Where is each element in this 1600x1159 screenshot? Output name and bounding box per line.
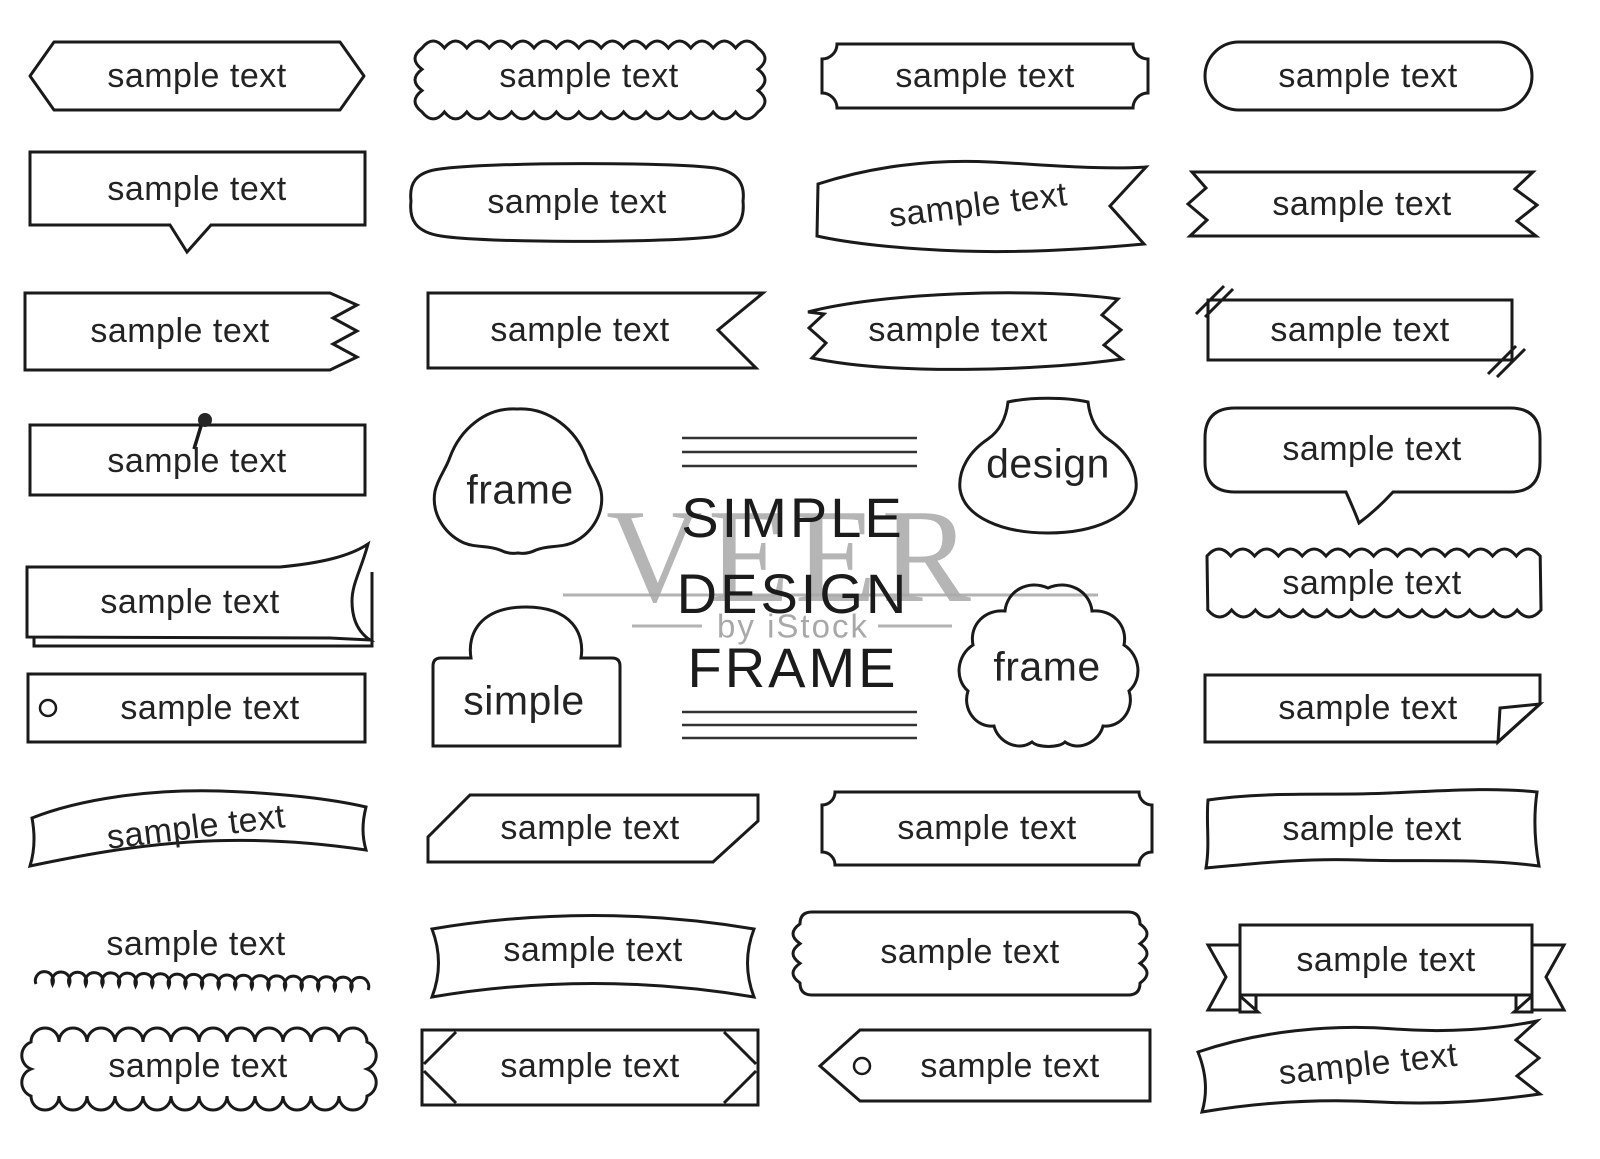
frame-label: sample text xyxy=(1270,311,1450,349)
tag-hole-icon xyxy=(38,698,58,718)
triple-rule-top xyxy=(682,436,917,468)
pill-frame xyxy=(1203,40,1534,112)
frame-label: sample text xyxy=(920,1047,1100,1085)
frame-label: sample text xyxy=(499,57,679,95)
ribbon-fold-left xyxy=(1238,992,1262,1014)
frame-label: sample text xyxy=(90,312,270,350)
ticket-notched-frame xyxy=(820,42,1150,110)
scalloped-rect-frame xyxy=(20,1026,378,1112)
ribbon-tail-left xyxy=(1205,943,1258,1012)
frame-label: sample text xyxy=(107,442,287,480)
loop-underline-icon xyxy=(33,970,371,994)
frame-label: sample text xyxy=(487,183,667,221)
frame-label: sample text xyxy=(500,809,680,847)
speech-rect-frame xyxy=(28,150,367,255)
folded-corner-frame xyxy=(1203,673,1545,746)
bumpy-sides-rect-frame xyxy=(791,910,1149,997)
tag-with-hole-frame xyxy=(26,672,367,744)
stamp-wavy-frame xyxy=(413,39,767,121)
main-title-line-3: FRAME xyxy=(687,636,899,699)
arched-banner-frame xyxy=(429,914,757,999)
ribbon-fold-right xyxy=(1510,992,1534,1014)
frame-label: sample text xyxy=(100,583,280,621)
frame-label: sample text xyxy=(107,170,287,208)
ribbon-tail-right xyxy=(1514,943,1567,1012)
watermark-rules xyxy=(563,593,1098,628)
frame-label: sample text xyxy=(897,809,1077,847)
frame-label: sample text xyxy=(106,925,286,963)
frame-label: frame xyxy=(466,466,574,513)
speech-bubble-frame xyxy=(1203,406,1542,526)
frame-label: sample text xyxy=(490,311,670,349)
ticket-notched-small-frame xyxy=(820,790,1154,867)
flower-blob-frame xyxy=(957,583,1140,748)
frame-label: sample text xyxy=(500,1047,680,1085)
frame-label: sample text xyxy=(1278,57,1458,95)
frame-label: sample text xyxy=(108,1047,288,1085)
pennant-frame xyxy=(426,291,768,370)
frame-label: sample text xyxy=(1278,689,1458,727)
frame-label: sample text xyxy=(868,311,1048,349)
tag-hole-icon xyxy=(852,1056,872,1076)
photo-corner-rect-frame xyxy=(420,1028,760,1107)
frame-label: frame xyxy=(993,643,1101,690)
photo-corner-icon xyxy=(422,1030,758,1105)
page-curl-frame xyxy=(25,540,376,648)
chamfer-diagonal-frame xyxy=(426,793,760,864)
wavy-flag-frame xyxy=(27,789,369,868)
ribbon-panel xyxy=(1238,923,1534,997)
wavy-flag-notched-frame xyxy=(815,159,1150,254)
wavy-top-bottom-frame xyxy=(1205,547,1543,619)
fold-corner-icon xyxy=(1496,702,1545,746)
frame-label: sample text xyxy=(503,931,683,969)
arched-zigzag-band-frame xyxy=(806,291,1126,371)
frame-label: sample text xyxy=(1282,430,1462,468)
hexagon-plaque-frame xyxy=(28,40,366,112)
torn-tape-frame xyxy=(1185,170,1541,238)
slash-corner-rect-frame xyxy=(1194,284,1527,379)
main-title-line-2: DESIGN xyxy=(676,562,910,625)
frame-label: sample text xyxy=(1282,564,1462,602)
frame-label: sample text xyxy=(107,57,287,95)
pin-icon xyxy=(192,413,212,450)
triple-rule-bottom xyxy=(682,710,917,740)
frame-label: sample text xyxy=(895,57,1075,95)
hand-drawn-round-frame xyxy=(409,162,745,243)
veer-watermark: VEER xyxy=(606,482,976,630)
zigzag-right-rect-frame xyxy=(23,291,361,372)
design-label-frame xyxy=(958,396,1138,535)
main-title-line-1: SIMPLE xyxy=(681,486,905,549)
corner-slash-icon xyxy=(1194,284,1527,379)
istock-byline: by iStock xyxy=(717,607,869,645)
frame-label: simple xyxy=(463,677,585,724)
ribbon-banner-frame xyxy=(1205,923,1567,1014)
frame-label: design xyxy=(986,440,1110,487)
frame-label: sample text xyxy=(1282,810,1462,848)
soft-wavy-rect-frame xyxy=(1204,788,1541,870)
wavy-ribbon-frame xyxy=(1196,1018,1544,1114)
frame-label: sample text xyxy=(1296,941,1476,979)
frame-label: sample text xyxy=(1272,185,1452,223)
price-tag-frame xyxy=(817,1028,1152,1103)
pinned-rect-frame xyxy=(28,413,367,497)
frame-label: sample text xyxy=(120,689,300,727)
trefoil-blob-frame xyxy=(432,407,604,555)
arch-top-box-frame xyxy=(431,605,622,748)
frame-label: sample text xyxy=(880,933,1060,971)
